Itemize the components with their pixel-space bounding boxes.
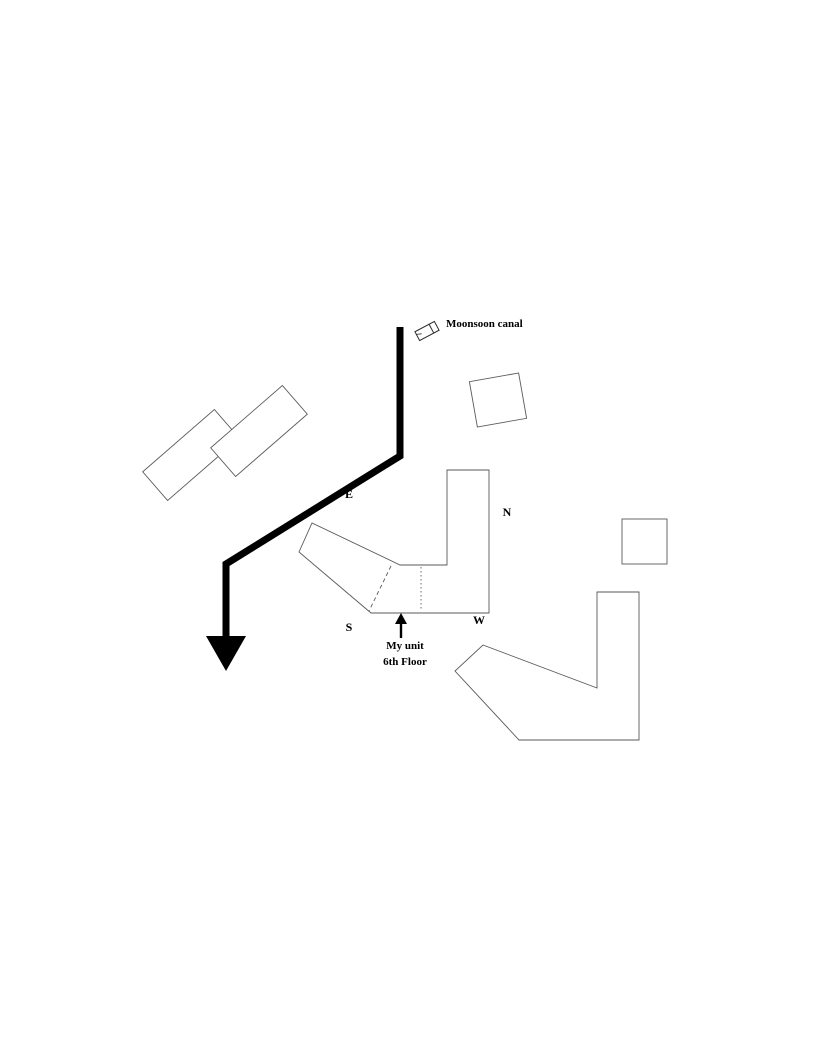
compass-east-label: E bbox=[345, 487, 353, 501]
building-left-lower bbox=[142, 408, 240, 502]
canal-path bbox=[222, 327, 404, 638]
building-tilted-square bbox=[468, 372, 528, 428]
canal-group bbox=[206, 327, 404, 671]
compass-west-label: W bbox=[473, 613, 485, 627]
canal-arrowhead bbox=[206, 636, 246, 671]
unit-divider-dashed bbox=[368, 565, 392, 612]
building-small-square bbox=[621, 518, 668, 565]
compass-north-label: N bbox=[503, 505, 512, 519]
canal-label: Moonsoon canal bbox=[446, 318, 523, 330]
compass-south-label: S bbox=[346, 620, 353, 634]
building-chevron bbox=[454, 591, 640, 741]
building-main-l-shape bbox=[298, 469, 490, 614]
unit-pointer-arrow bbox=[395, 613, 407, 638]
unit-label-line2: 6th Floor bbox=[383, 656, 427, 668]
unit-label-line1: My unit bbox=[386, 640, 424, 652]
building-left-upper bbox=[210, 384, 308, 478]
canal-marker-icon bbox=[414, 320, 440, 342]
